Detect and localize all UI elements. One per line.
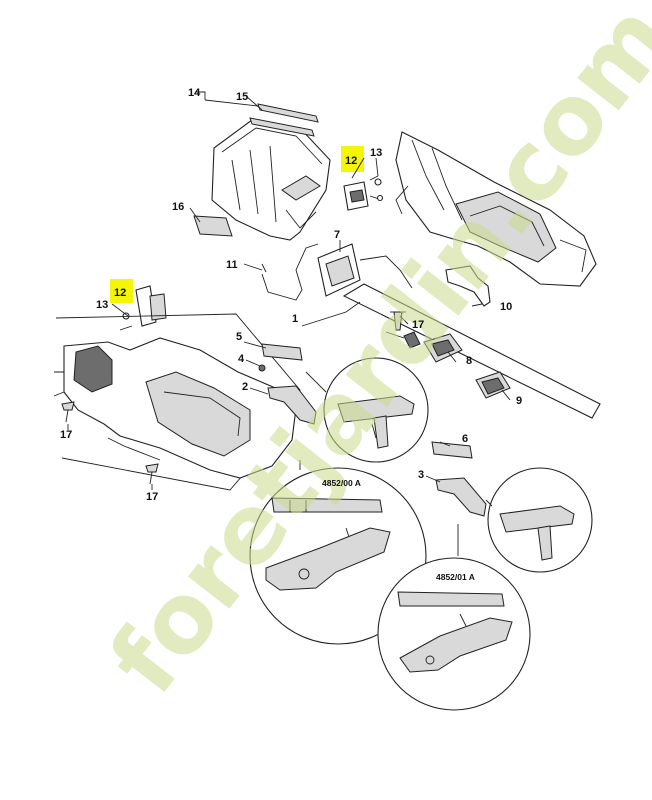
callout-8: 8 (466, 355, 472, 367)
circuit-board-7 (317, 243, 413, 297)
left-housing-frame (53, 313, 301, 491)
callout-9: 9 (516, 395, 522, 407)
trigger-2 (267, 385, 317, 425)
reference-code-b: 4852/01 A (436, 572, 475, 582)
callout-4: 4 (238, 353, 245, 365)
callout-14: 14 (188, 87, 201, 99)
label-strip-15 (257, 103, 319, 123)
screw-17-bottom (145, 463, 159, 485)
detail-circle-3 (249, 460, 427, 645)
screw-17-left (61, 401, 75, 423)
callout-17-bottom: 17 (146, 491, 158, 503)
switch-part-12-upper (343, 175, 384, 211)
trigger-cover-5 (261, 343, 303, 361)
wire-connector (385, 331, 421, 349)
callout-17-center: 17 (412, 319, 424, 331)
callout-10: 10 (500, 301, 512, 313)
callout-5: 5 (236, 331, 242, 343)
trigger-cover-6 (431, 441, 473, 459)
callout-16: 16 (172, 201, 184, 213)
callout-11: 11 (226, 259, 238, 271)
switch-module-9 (475, 371, 511, 399)
right-housing-half (395, 131, 597, 287)
callout-15: 15 (236, 91, 248, 103)
callout-12-upper: 12 (345, 155, 357, 167)
detail-circle-4 (377, 524, 531, 711)
spring-4 (258, 364, 266, 372)
label-plate-16 (193, 215, 233, 237)
reference-code-a: 4852/00 A (322, 478, 361, 488)
leader-lines (67, 91, 511, 490)
detail-circle-2 (485, 467, 593, 573)
callout-7: 7 (334, 229, 340, 241)
callout-12-lower: 12 (114, 287, 126, 299)
callout-2: 2 (242, 381, 248, 393)
bracket-10 (445, 265, 491, 307)
callout-3: 3 (418, 469, 424, 481)
callout-17-left: 17 (60, 429, 72, 441)
cable-11 (261, 243, 319, 301)
callout-6: 6 (462, 433, 468, 445)
callout-13-upper: 13 (370, 147, 382, 159)
guide-rod (342, 283, 601, 419)
trigger-3 (435, 477, 487, 517)
callout-13-lower: 13 (96, 299, 108, 311)
upper-housing-shell (211, 119, 331, 241)
callout-1: 1 (292, 313, 298, 325)
highlight-12-upper (341, 146, 364, 172)
highlight-12-lower (110, 279, 133, 303)
detail-circle-1 (305, 357, 429, 463)
label-strip-14 (249, 117, 315, 137)
